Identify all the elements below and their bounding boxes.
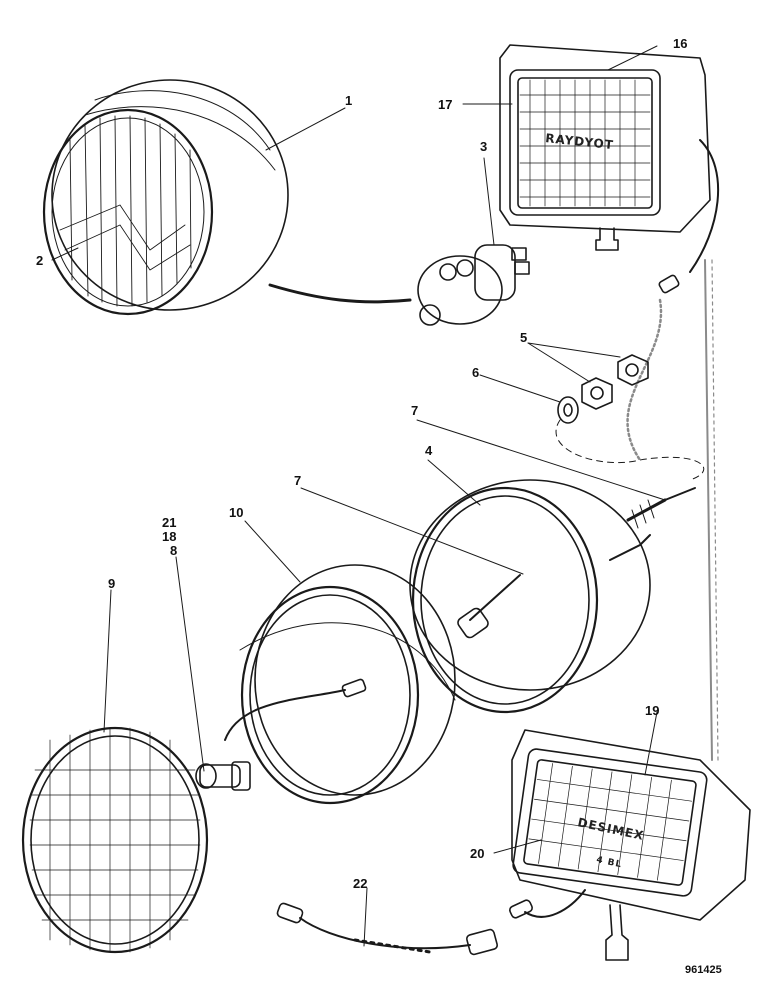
callout-3: 3: [480, 139, 488, 154]
callout-17: 17: [438, 97, 453, 112]
callout-7-lower: 7: [294, 473, 302, 488]
callout-16: 16: [673, 36, 688, 51]
callout-2: 2: [36, 253, 44, 268]
bottom-lamp-code-text: 4 BL: [595, 855, 623, 870]
rect-lamp-bottom: DESIMEX 4 BL: [509, 729, 751, 961]
leader-lines: [51, 45, 666, 947]
round-lamp-top: [42, 79, 412, 316]
callout-19: 19: [645, 703, 660, 718]
callout-8: 8: [170, 543, 178, 558]
lens: [21, 726, 209, 954]
callout-22: 22: [353, 876, 368, 891]
callout-10: 10: [229, 505, 244, 520]
callout-5: 5: [520, 330, 528, 345]
lamp-body: [409, 479, 696, 714]
callout-9: 9: [108, 576, 116, 591]
callout-7-upper: 7: [411, 403, 419, 418]
callout-1: 1: [345, 93, 353, 108]
callout-6: 6: [472, 365, 480, 380]
brand-bottom-text: DESIMEX: [576, 815, 645, 843]
cable: [276, 902, 499, 956]
brand-top-text: RAYDYOT: [545, 131, 615, 152]
rim-ring: [224, 564, 456, 805]
callout-18: 18: [162, 529, 177, 544]
rect-lamp-top: RAYDYOT: [499, 44, 720, 294]
nuts-washer: [557, 354, 649, 424]
bulb: [195, 761, 251, 791]
callout-21: 21: [162, 515, 177, 530]
callout-20: 20: [470, 846, 485, 861]
figure-number: 961425: [685, 964, 722, 976]
bulb-holder: [417, 244, 530, 326]
callout-4: 4: [425, 443, 433, 458]
